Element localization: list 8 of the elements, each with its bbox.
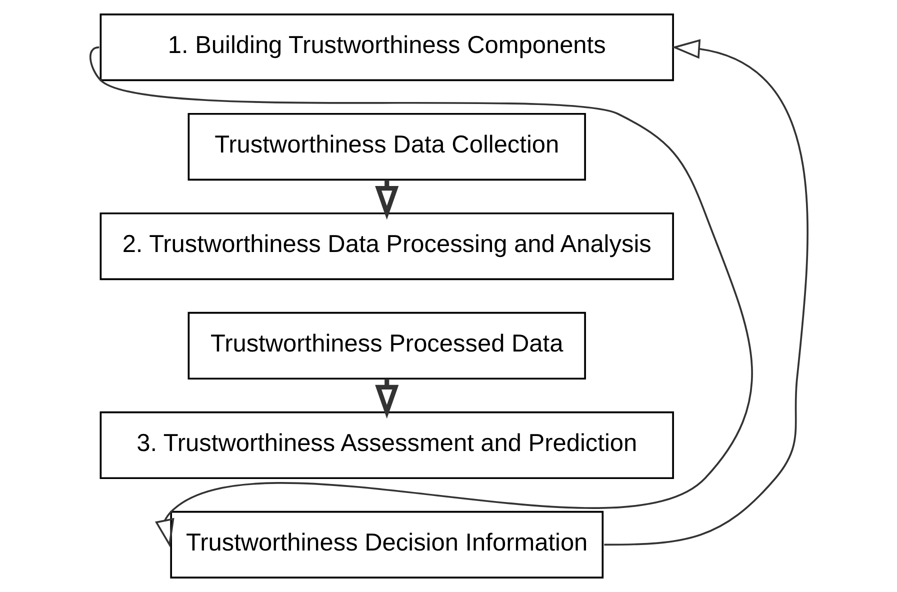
node-box: Trustworthiness Data Collection xyxy=(187,112,586,181)
node-box: Trustworthiness Decision Information xyxy=(170,510,604,579)
node-box: 2. Trustworthiness Data Processing and Analysis xyxy=(99,212,674,280)
arrow xyxy=(604,39,808,546)
arrow xyxy=(89,46,752,548)
node-box: Trustworthiness Processed Data xyxy=(187,312,586,380)
node-box: 1. Building Trustworthiness Components xyxy=(99,13,674,82)
node-box: 3. Trustworthiness Assessment and Prediction xyxy=(99,411,674,480)
